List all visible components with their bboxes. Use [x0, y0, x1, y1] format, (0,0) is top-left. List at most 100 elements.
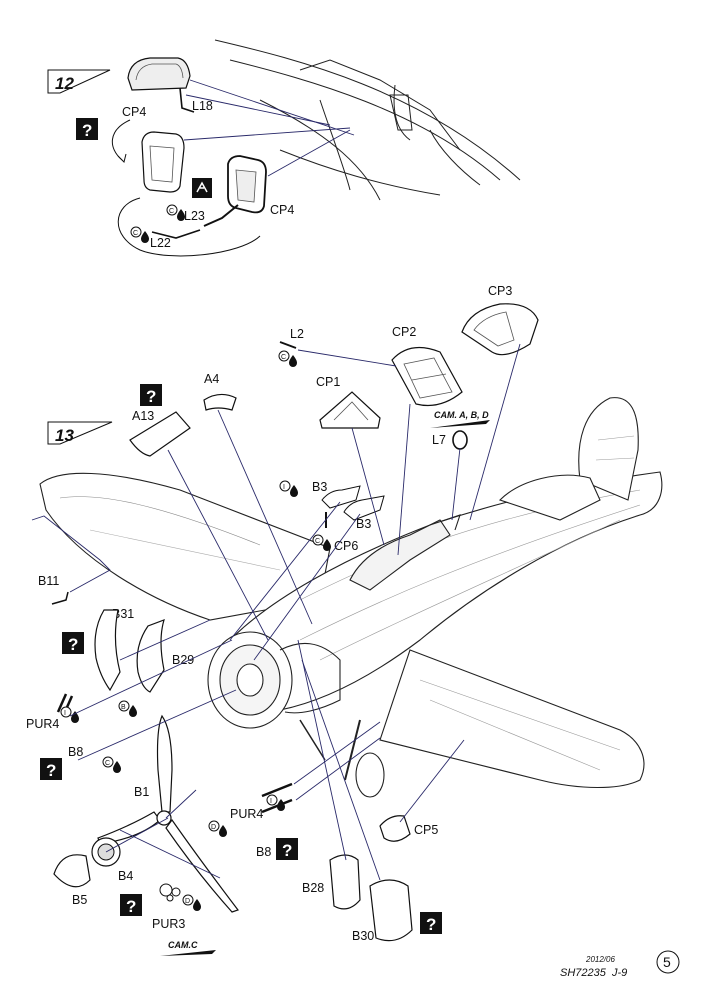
label-b28: B28 — [302, 881, 324, 895]
label-b5: B5 — [72, 893, 87, 907]
step-12-number: 12 — [55, 74, 74, 93]
footer-page-number: 5 — [663, 954, 671, 970]
rotate-arrow-12a — [112, 119, 131, 161]
label-b1: B1 — [134, 785, 149, 799]
label-a4: A4 — [204, 372, 219, 386]
paint-icon — [219, 825, 227, 837]
question-icon: ? — [68, 635, 78, 654]
glue-marker-cp6: C — [312, 534, 331, 551]
paint-icon — [323, 539, 331, 551]
canopy-part-cp2 — [391, 346, 463, 407]
glue-marker-b1: C — [102, 756, 121, 773]
question-icon: ? — [426, 915, 436, 934]
question-box-b8-a: ? — [40, 758, 62, 780]
step-12-flag: 12 — [47, 69, 111, 94]
label-cp5: CP5 — [414, 823, 438, 837]
footer-code: SH72235 — [560, 967, 607, 979]
camo-arrow-c — [160, 950, 216, 956]
label-cp2: CP2 — [392, 325, 416, 339]
paint-icon: D — [185, 898, 190, 905]
paint-marker-b3: I — [279, 480, 298, 497]
part-cp5 — [379, 815, 411, 842]
label-cp4-mid: CP4 — [270, 203, 294, 217]
part-pur4-b — [261, 782, 293, 814]
paint-icon — [193, 899, 201, 911]
label-l7: L7 — [432, 433, 446, 447]
part-a4 — [203, 393, 237, 411]
step-12-section: 12 ? CP4 L18 — [47, 39, 521, 257]
label-cp3: CP3 — [488, 284, 512, 298]
question-icon: ? — [82, 121, 92, 140]
label-b11: B11 — [38, 574, 59, 588]
fold-icon — [192, 178, 212, 198]
glue-marker-pur4-a: I — [60, 706, 79, 723]
canopy-part-cp1 — [319, 391, 381, 429]
label-cp1: CP1 — [316, 375, 340, 389]
glue-icon: C — [315, 538, 320, 545]
part-b30 — [369, 879, 413, 942]
label-b3-a: B3 — [312, 480, 327, 494]
part-b11 — [51, 591, 69, 605]
step-13-flag: 13 — [47, 421, 113, 445]
label-l22: L22 — [150, 236, 171, 250]
part-b5 — [53, 854, 91, 888]
question-box-a13: ? — [140, 384, 162, 406]
part-a13 — [129, 411, 191, 457]
glue-icon: I — [283, 484, 285, 491]
part-l18 — [179, 87, 195, 113]
step-13-section: 13 — [26, 284, 663, 956]
glue-marker-pur4-b: I — [266, 794, 285, 811]
question-icon: ? — [282, 841, 292, 860]
cockpit-fuselage-sketch — [214, 39, 521, 201]
label-a13: A13 — [132, 409, 154, 423]
paint-icon — [129, 705, 137, 717]
label-b29: B29 — [172, 653, 194, 667]
aircraft-airframe — [39, 397, 663, 798]
paint-icon — [141, 231, 149, 243]
part-b3-b — [343, 495, 385, 521]
label-pur4-b: PUR4 — [230, 807, 263, 821]
label-b3-b: B3 — [356, 517, 371, 531]
glue-marker-pur3: D — [182, 894, 201, 911]
footer-date: 2012/06 — [585, 955, 615, 964]
canopy-part-cp3 — [461, 303, 539, 356]
label-l18: L18 — [192, 99, 213, 113]
glue-marker-l2: C — [278, 350, 297, 367]
paint-icon: D — [211, 824, 216, 831]
label-pur3: PUR3 — [152, 917, 185, 931]
glue-icon: C — [169, 208, 174, 215]
canopy-part-cp4-mid — [203, 155, 267, 227]
question-icon: ? — [46, 761, 56, 780]
label-b30: B30 — [352, 929, 374, 943]
label-cp6: CP6 — [334, 539, 358, 553]
paint-icon — [113, 761, 121, 773]
glue-marker-l23: C — [166, 204, 185, 221]
paint-icon — [290, 485, 298, 497]
label-l23: L23 — [184, 209, 205, 223]
part-b28 — [329, 854, 361, 910]
question-icon: ? — [146, 387, 156, 406]
step-13-number: 13 — [55, 426, 74, 445]
glue-icon: I — [64, 710, 66, 717]
camo-label-abd: CAM. A, B, D — [434, 410, 489, 420]
glue-marker-l22: C — [130, 226, 149, 243]
question-box-b8-b: ? — [276, 838, 298, 860]
camo-label-c: CAM.C — [168, 940, 198, 950]
part-pur3 — [159, 883, 181, 902]
label-b4: B4 — [118, 869, 133, 883]
glue-icon: I — [270, 798, 272, 805]
question-box-b31: ? — [62, 632, 84, 654]
guide-lines-13 — [31, 343, 521, 881]
glue-icon: C — [281, 354, 286, 361]
question-box-b30: ? — [420, 912, 442, 934]
glue-icon: C — [105, 760, 110, 767]
part-l22 — [151, 229, 201, 239]
canopy-part-cp4-top — [127, 57, 191, 91]
paint-icon: B — [121, 704, 126, 711]
glue-marker-b1-top: B — [118, 700, 137, 717]
part-b31 — [94, 609, 121, 692]
paint-icon — [289, 355, 297, 367]
camo-arrow-abd — [430, 420, 490, 428]
label-b8-a: B8 — [68, 745, 83, 759]
